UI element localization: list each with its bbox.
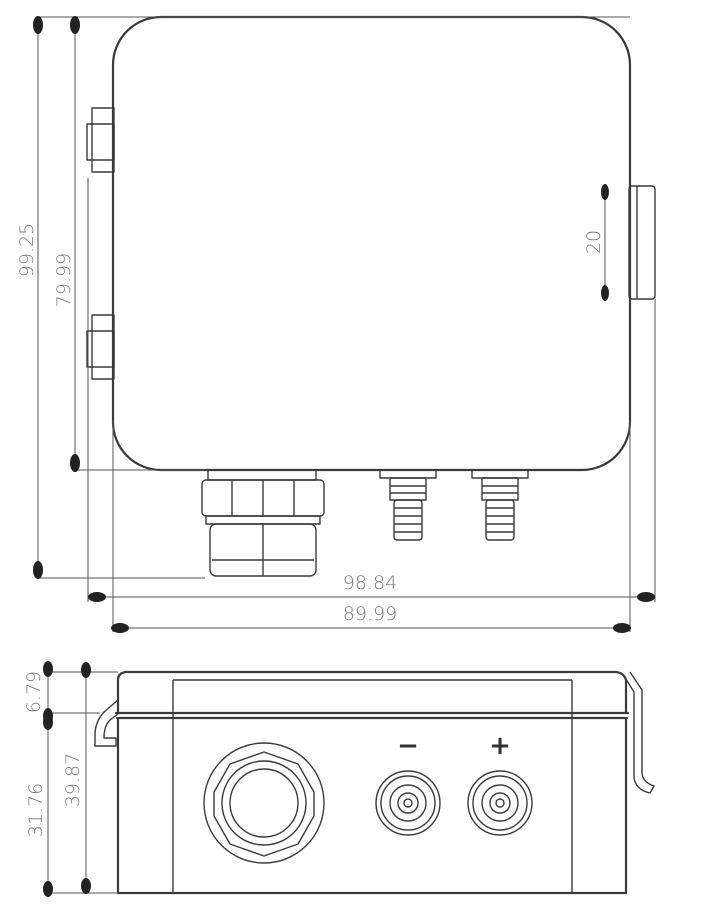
dim-label-base-height: 31.76 <box>25 783 47 837</box>
dimension-lid-height: 6.79 <box>23 661 118 724</box>
right-latch-front <box>623 671 655 794</box>
large-cable-gland-front <box>203 742 325 864</box>
connector-negative-front <box>375 770 441 836</box>
dimension-body-height: 79.99 <box>53 16 205 472</box>
large-cable-gland-top <box>201 469 325 577</box>
dimension-hinge: 20 <box>583 184 609 301</box>
right-latch <box>628 185 656 300</box>
connector-positive-front <box>467 770 533 836</box>
dim-label-hinge: 20 <box>583 230 605 254</box>
front-view: − + 6.79 31.76 39.87 <box>23 661 655 897</box>
enclosure-base-front <box>116 716 628 895</box>
left-hinge-clip <box>94 699 119 747</box>
negative-sign-label: − <box>397 731 419 761</box>
enclosure-body-top <box>111 15 632 472</box>
left-hinge-upper <box>86 107 115 173</box>
dimension-base-height: 31.76 <box>25 714 118 897</box>
dim-label-overall-width: 98.84 <box>343 572 397 594</box>
positive-sign-label: + <box>489 731 511 761</box>
dim-label-lid-height: 6.79 <box>23 671 45 713</box>
dimension-body-width: 89.99 <box>111 420 631 633</box>
dim-label-body-width: 89.99 <box>343 603 397 625</box>
top-view: 99.25 79.99 20 98.84 <box>16 15 656 633</box>
dimension-total-depth: 39.87 <box>62 662 91 894</box>
dim-label-body-height: 79.99 <box>53 253 75 307</box>
enclosure-lid-front <box>116 670 628 715</box>
dim-label-overall-height: 99.25 <box>16 223 38 277</box>
dim-label-total-depth: 39.87 <box>62 753 84 807</box>
connector-positive-top <box>471 469 529 541</box>
left-hinge-lower <box>86 314 115 380</box>
connector-negative-top <box>379 469 437 541</box>
dimension-overall-width: 98.84 <box>87 178 656 602</box>
dimension-overall-height: 99.25 <box>16 16 630 579</box>
